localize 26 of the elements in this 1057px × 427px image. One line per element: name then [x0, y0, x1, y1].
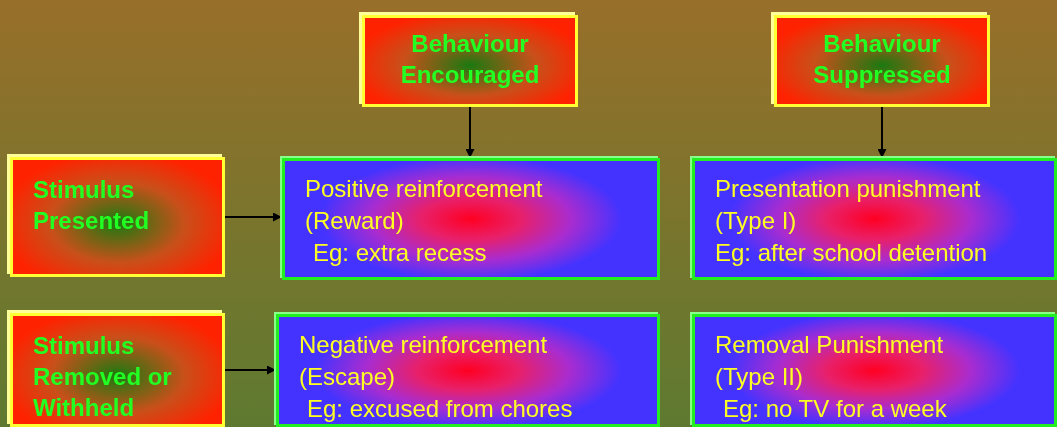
box-title: Positive reinforcement — [305, 174, 544, 204]
arrow — [224, 212, 283, 222]
box-title: Negative reinforcement — [299, 330, 549, 360]
box-title: Removal Punishment — [715, 330, 945, 360]
box-title: Behaviour Suppressed — [812, 29, 952, 90]
condition-box — [10, 313, 225, 427]
arrow — [877, 106, 887, 159]
box-text: (Type I) — [715, 206, 798, 236]
condition-box — [10, 157, 225, 277]
outcome-box — [276, 314, 660, 427]
box-text: Eg: no TV for a week — [723, 394, 948, 424]
outcome-box — [692, 314, 1057, 427]
condition-box — [362, 15, 578, 107]
arrow — [465, 106, 475, 159]
condition-box — [774, 15, 990, 107]
outcome-box — [692, 158, 1057, 280]
arrow — [224, 365, 277, 375]
box-title: Presentation punishment — [715, 174, 982, 204]
box-text: (Escape) — [299, 362, 397, 392]
outcome-box — [282, 158, 660, 280]
box-text: (Reward) — [305, 206, 405, 236]
box-text: Eg: extra recess — [313, 238, 488, 268]
box-text: (Type II) — [715, 362, 805, 392]
box-text: Eg: excused from chores — [307, 394, 574, 424]
box-title: Behaviour Encouraged — [399, 29, 541, 90]
box-text: Eg: after school detention — [715, 238, 989, 268]
